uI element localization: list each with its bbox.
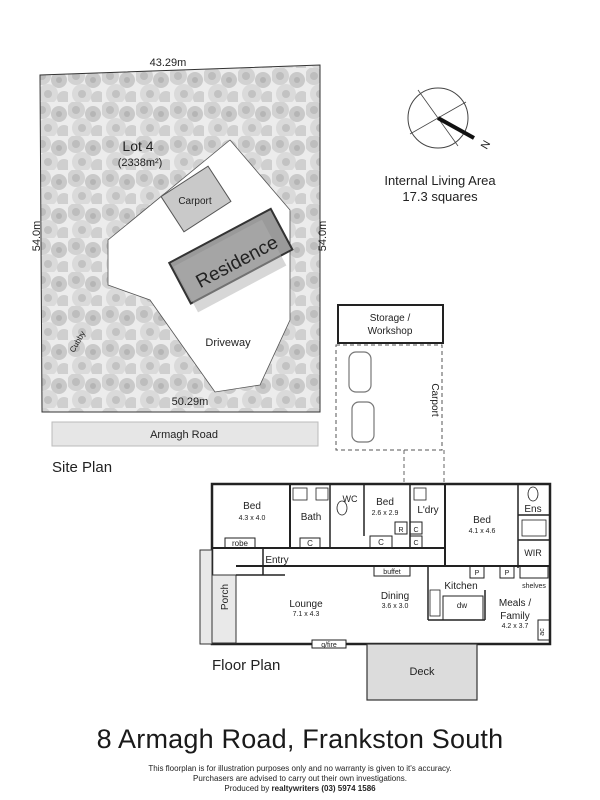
car-1: [348, 351, 372, 393]
workshop-label: Workshop: [368, 326, 413, 337]
dim-top-label: 43.29m: [150, 57, 187, 69]
bed-3-size: 4.1 x 4.6: [469, 528, 496, 535]
pantry-p-1: P: [475, 570, 480, 577]
carport-2-label: Carport: [429, 383, 440, 417]
meals-label: Meals /: [499, 598, 531, 609]
lot-area-label: (2338m²): [118, 157, 163, 169]
bed-3-label: Bed: [473, 515, 491, 526]
residence-base: [173, 219, 287, 313]
wir-label: WIR: [524, 548, 542, 558]
site-plan-heading: Site Plan: [52, 459, 112, 476]
carport-block: [160, 165, 232, 233]
producer-brand: realtywriters (03) 5974 1586: [271, 784, 376, 793]
living-area-label: Internal Living Area: [384, 173, 496, 188]
bed-1-label: Bed: [243, 501, 261, 512]
laundry-label: L'dry: [417, 505, 438, 516]
dining-size: 3.6 x 3.0: [382, 603, 409, 610]
gfire-label: g/fire: [321, 642, 337, 649]
dim-left-label: 54.0m: [31, 221, 43, 252]
ac-label: ac: [539, 628, 546, 636]
deck-area: [366, 643, 478, 701]
buffet-label: buffet: [383, 569, 400, 576]
floor-labels: Bed 4.3 x 4.0 Bath WC Bed 2.6 x 2.9 L'dr…: [212, 494, 546, 678]
pantry-p-2: P: [505, 570, 510, 577]
bed-2-size: 2.6 x 2.9: [372, 510, 399, 517]
driveway-label: Driveway: [205, 337, 251, 349]
road-strip: [51, 421, 319, 447]
porch-label: Porch: [220, 584, 231, 610]
closet-c-4: C: [413, 540, 418, 547]
bed-2-label: Bed: [376, 497, 394, 508]
family-label: Family: [500, 611, 529, 622]
porch-area-2: [211, 574, 237, 644]
bed-1-size: 4.3 x 4.0: [239, 515, 266, 522]
entry-label: Entry: [265, 555, 288, 566]
site-plan: [39, 64, 445, 485]
dim-right-label: 54.0m: [317, 221, 329, 252]
living-area-value: 17.3 squares: [402, 189, 478, 204]
dw-label: dw: [457, 601, 467, 610]
lot-label: Lot 4: [122, 138, 153, 154]
lounge-size: 7.1 x 4.3: [293, 611, 320, 618]
floor-plan-heading: Floor Plan: [212, 657, 280, 674]
kitchen-label: Kitchen: [444, 581, 477, 592]
deck-label: Deck: [409, 666, 435, 678]
lounge-label: Lounge: [289, 599, 323, 610]
storage-label: Storage /: [370, 313, 411, 324]
disclaimer-line-2: Purchasers are advised to carry out thei…: [193, 774, 407, 783]
producer-line: Produced by realtywriters (03) 5974 1586: [0, 784, 600, 794]
floor-plan: [199, 482, 552, 701]
closet-c-1: C: [307, 539, 313, 548]
shelves-label: shelves: [522, 583, 546, 590]
storage-building: [337, 304, 444, 344]
wc-label: WC: [343, 494, 358, 504]
ens-label: Ens: [524, 504, 541, 515]
closet-c-3: C: [413, 527, 418, 534]
compass: [407, 87, 475, 149]
carport-label: Carport: [178, 196, 212, 207]
porch-area: [199, 549, 213, 645]
producer-prefix: Produced by: [224, 784, 272, 793]
lot-boundary: [39, 64, 321, 413]
property-address: 8 Armagh Road, Frankston South: [96, 724, 504, 754]
dining-label: Dining: [381, 591, 409, 602]
bath-label: Bath: [301, 512, 322, 523]
north-label: N: [479, 139, 493, 152]
disclaimer-line-1: This floorplan is for illustration purpo…: [148, 764, 452, 773]
road-label: Armagh Road: [150, 429, 218, 441]
meals-size: 4.2 x 3.7: [502, 623, 529, 630]
closet-r: R: [398, 527, 403, 534]
closet-c-2: C: [378, 538, 384, 547]
carport-outline: [335, 344, 443, 451]
car-2: [351, 401, 375, 443]
dim-bottom-label: 50.29m: [172, 396, 209, 408]
robe-label: robe: [232, 539, 249, 548]
